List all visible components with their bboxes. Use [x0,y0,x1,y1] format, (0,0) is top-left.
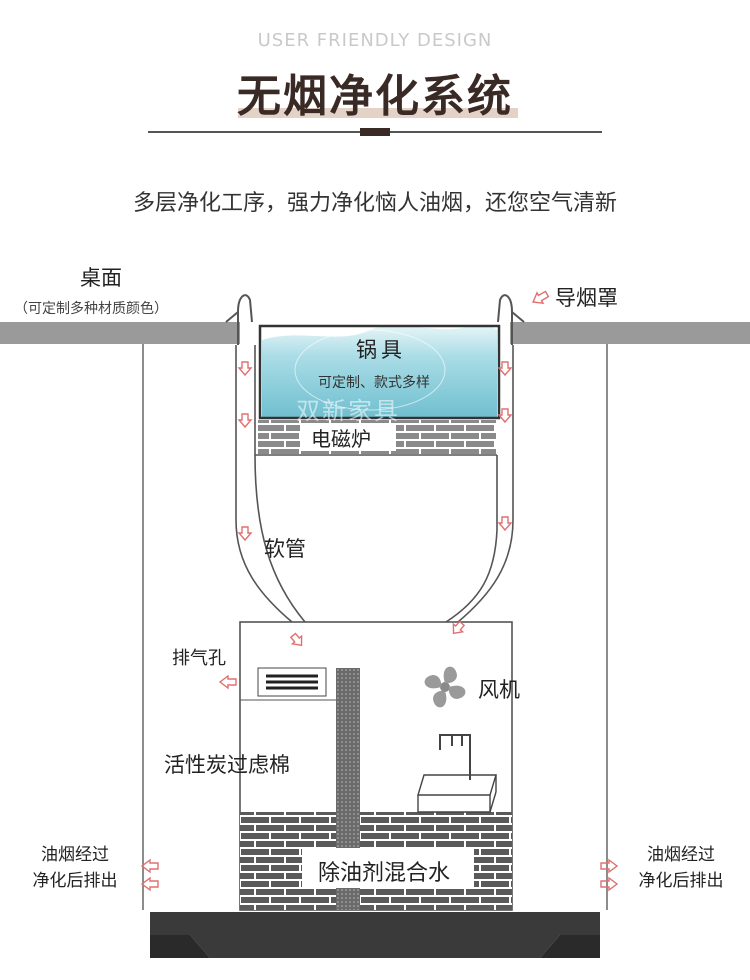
subtitle-en: USER FRIENDLY DESIGN [257,30,493,51]
water-label-box [302,848,474,888]
pot [258,324,501,420]
label-filter: 活性炭过虑棉 [164,753,290,777]
title-rule-mark [360,128,390,136]
label-water: 除油剂混合水 [318,861,451,886]
tabletop-right [510,322,750,344]
tagline: 多层净化工序，强力净化恼人油烟，还您空气清新 [132,191,617,216]
tabletop-left [0,322,240,344]
label-pot-note: 可定制、款式多样 [318,375,430,391]
base [150,912,600,958]
label-pot: 锅具 [356,338,406,362]
label-induction: 电磁炉 [311,427,371,451]
label-right-output-line1: 油烟经过 [647,845,715,865]
title-highlight [238,108,518,118]
label-tabletop-note: （可定制多种材质颜色） [14,301,168,317]
pot-water [262,324,497,418]
label-right-output-line2: 净化后排出 [638,871,724,891]
label-hose: 软管 [264,537,306,561]
label-left-output: 油烟经过 净化后排出 [20,842,130,894]
watermark: 双新家具 [296,397,400,425]
label-left-output-line2: 净化后排出 [32,871,118,891]
label-exhaust: 排气孔 [172,648,226,669]
label-right-output: 油烟经过 净化后排出 [626,842,736,894]
fan-icon [424,666,466,708]
page-title: 无烟净化系统 [237,71,513,122]
label-fan: 风机 [478,678,520,702]
label-left-output-line1: 油烟经过 [41,845,109,865]
label-tabletop: 桌面 [80,266,122,290]
label-hood: 导烟罩 [555,286,618,310]
